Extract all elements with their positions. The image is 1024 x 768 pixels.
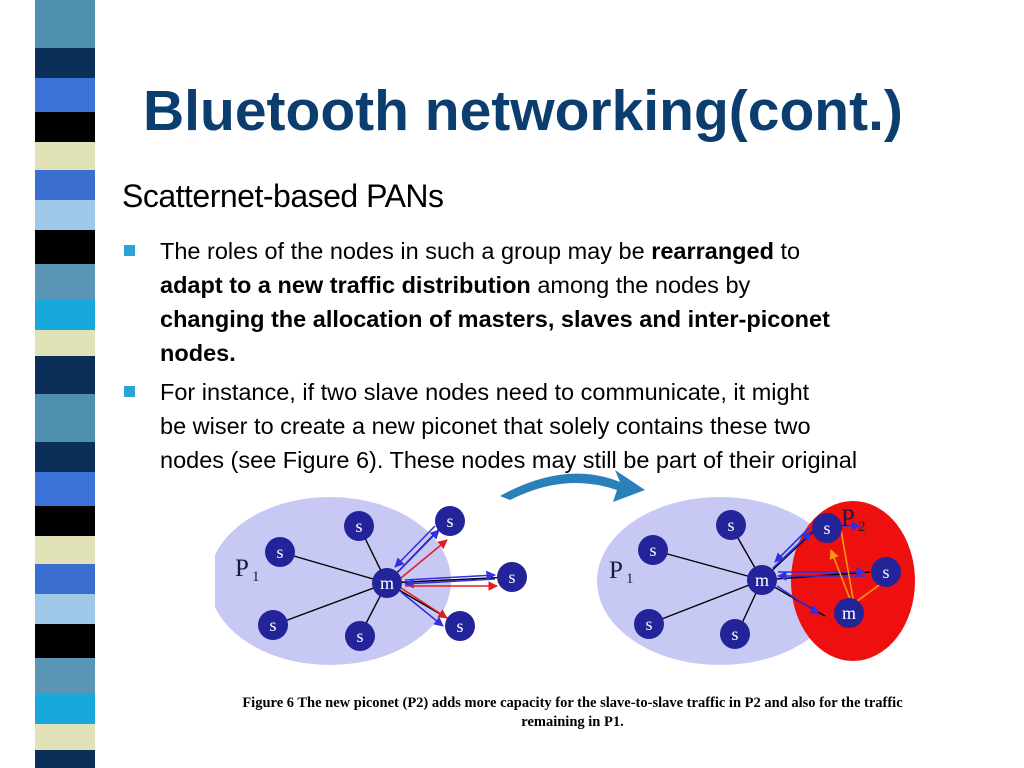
strip-segment xyxy=(35,200,95,230)
strip-segment xyxy=(35,330,95,356)
strip-segment xyxy=(35,0,95,48)
strip-segment xyxy=(35,230,95,264)
svg-text:s: s xyxy=(731,624,738,644)
text-run: For instance, if two slave nodes need to… xyxy=(160,379,810,405)
strip-segment xyxy=(35,472,95,506)
strip-segment xyxy=(35,356,95,394)
strip-segment xyxy=(35,594,95,624)
slide-title: Bluetooth networking(cont.) xyxy=(143,79,903,143)
strip-segment xyxy=(35,506,95,536)
svg-text:1: 1 xyxy=(252,569,260,585)
text-run: The roles of the nodes in such a group m… xyxy=(160,238,652,264)
bullet-line: nodes. xyxy=(160,336,990,370)
text-run: nodes (see Figure 6). These nodes may st… xyxy=(160,447,858,473)
piconet-figure: P 1 m s s s s s s s xyxy=(215,470,915,665)
slide-subtitle: Scatternet-based PANs xyxy=(122,178,444,214)
slave-node: s xyxy=(265,537,295,567)
slave-node: s xyxy=(344,511,374,541)
master-node: m xyxy=(372,568,402,598)
svg-text:s: s xyxy=(456,616,463,636)
svg-text:s: s xyxy=(508,567,515,587)
svg-text:2: 2 xyxy=(858,519,866,535)
strip-segment xyxy=(35,750,95,768)
bold-text: changing the allocation of masters, slav… xyxy=(160,306,830,332)
piconet-label: P 1 xyxy=(609,557,634,587)
text-run: to xyxy=(773,238,801,264)
slave-node: s xyxy=(445,611,475,641)
svg-text:s: s xyxy=(823,518,830,538)
strip-segment xyxy=(35,624,95,658)
svg-text:s: s xyxy=(356,626,363,646)
slave-node: s xyxy=(871,557,901,587)
strip-segment xyxy=(35,442,95,472)
strip-segment xyxy=(35,48,95,78)
strip-segment xyxy=(35,724,95,750)
svg-text:m: m xyxy=(380,573,394,593)
bullet-line: The roles of the nodes in such a group m… xyxy=(160,234,990,268)
slave-node: s xyxy=(345,621,375,651)
strip-segment xyxy=(35,300,95,330)
bullet-line: changing the allocation of masters, slav… xyxy=(160,302,990,336)
slave-node: s xyxy=(258,610,288,640)
svg-text:s: s xyxy=(355,516,362,536)
strip-segment xyxy=(35,142,95,170)
svg-text:s: s xyxy=(727,515,734,535)
text-overlap-mask xyxy=(130,476,1010,496)
bullet-square-icon xyxy=(124,245,135,256)
bullet-square-icon xyxy=(124,386,135,397)
caption-line: Figure 6 The new piconet (P2) adds more … xyxy=(242,695,903,711)
slave-node: s xyxy=(497,562,527,592)
text-run: among the nodes by xyxy=(530,272,751,298)
strip-segment xyxy=(35,112,95,142)
right-piconet-diagram: P 1 P 2 m s s s s m s s xyxy=(597,497,915,665)
svg-text:s: s xyxy=(269,615,276,635)
bullet-item: For instance, if two slave nodes need to… xyxy=(124,375,990,477)
figure-caption: Figure 6 The new piconet (P2) adds more … xyxy=(135,694,1010,732)
svg-text:s: s xyxy=(446,511,453,531)
strip-segment xyxy=(35,536,95,564)
traffic-arrows xyxy=(394,525,498,627)
piconet-label: P 1 xyxy=(235,555,260,585)
svg-text:P: P xyxy=(841,505,855,532)
strip-segment xyxy=(35,170,95,200)
bullet-line: be wiser to create a new piconet that so… xyxy=(160,409,990,443)
svg-text:1: 1 xyxy=(626,571,634,587)
svg-text:s: s xyxy=(649,540,656,560)
bold-text: nodes. xyxy=(160,340,236,366)
bold-text: rearranged xyxy=(651,238,774,264)
master-node: m xyxy=(747,565,777,595)
strip-segment xyxy=(35,264,95,300)
master-node: m xyxy=(834,598,864,628)
bullet-line: adapt to a new traffic distribution amon… xyxy=(160,268,990,302)
caption-line: remaining in P1. xyxy=(521,714,624,730)
slave-node: s xyxy=(435,506,465,536)
bullet-line: nodes (see Figure 6). These nodes may st… xyxy=(160,443,990,477)
slave-node: s xyxy=(720,619,750,649)
bold-text: adapt to a new traffic distribution xyxy=(160,272,531,298)
strip-segment xyxy=(35,394,95,442)
svg-text:s: s xyxy=(276,542,283,562)
slave-node: s xyxy=(716,510,746,540)
svg-text:s: s xyxy=(645,614,652,634)
text-run: be wiser to create a new piconet that so… xyxy=(160,413,811,439)
slave-node: s xyxy=(634,609,664,639)
new-piconet-label: P 2 xyxy=(841,505,866,535)
bullet-item: The roles of the nodes in such a group m… xyxy=(124,234,990,370)
strip-segment xyxy=(35,694,95,724)
svg-text:s: s xyxy=(882,562,889,582)
strip-segment xyxy=(35,658,95,694)
slave-node: s xyxy=(638,535,668,565)
bullet-line: For instance, if two slave nodes need to… xyxy=(160,375,990,409)
slave-node: s xyxy=(812,513,842,543)
svg-text:m: m xyxy=(842,603,856,623)
svg-text:P: P xyxy=(609,557,623,584)
svg-text:m: m xyxy=(755,570,769,590)
strip-segment xyxy=(35,564,95,594)
decorative-color-strip xyxy=(0,0,120,768)
svg-text:P: P xyxy=(235,555,249,582)
strip-segment xyxy=(35,78,95,112)
traffic-arrows xyxy=(772,521,890,615)
transition-arrow-icon xyxy=(500,470,645,502)
left-piconet-diagram: P 1 m s s s s s s s xyxy=(215,497,527,665)
